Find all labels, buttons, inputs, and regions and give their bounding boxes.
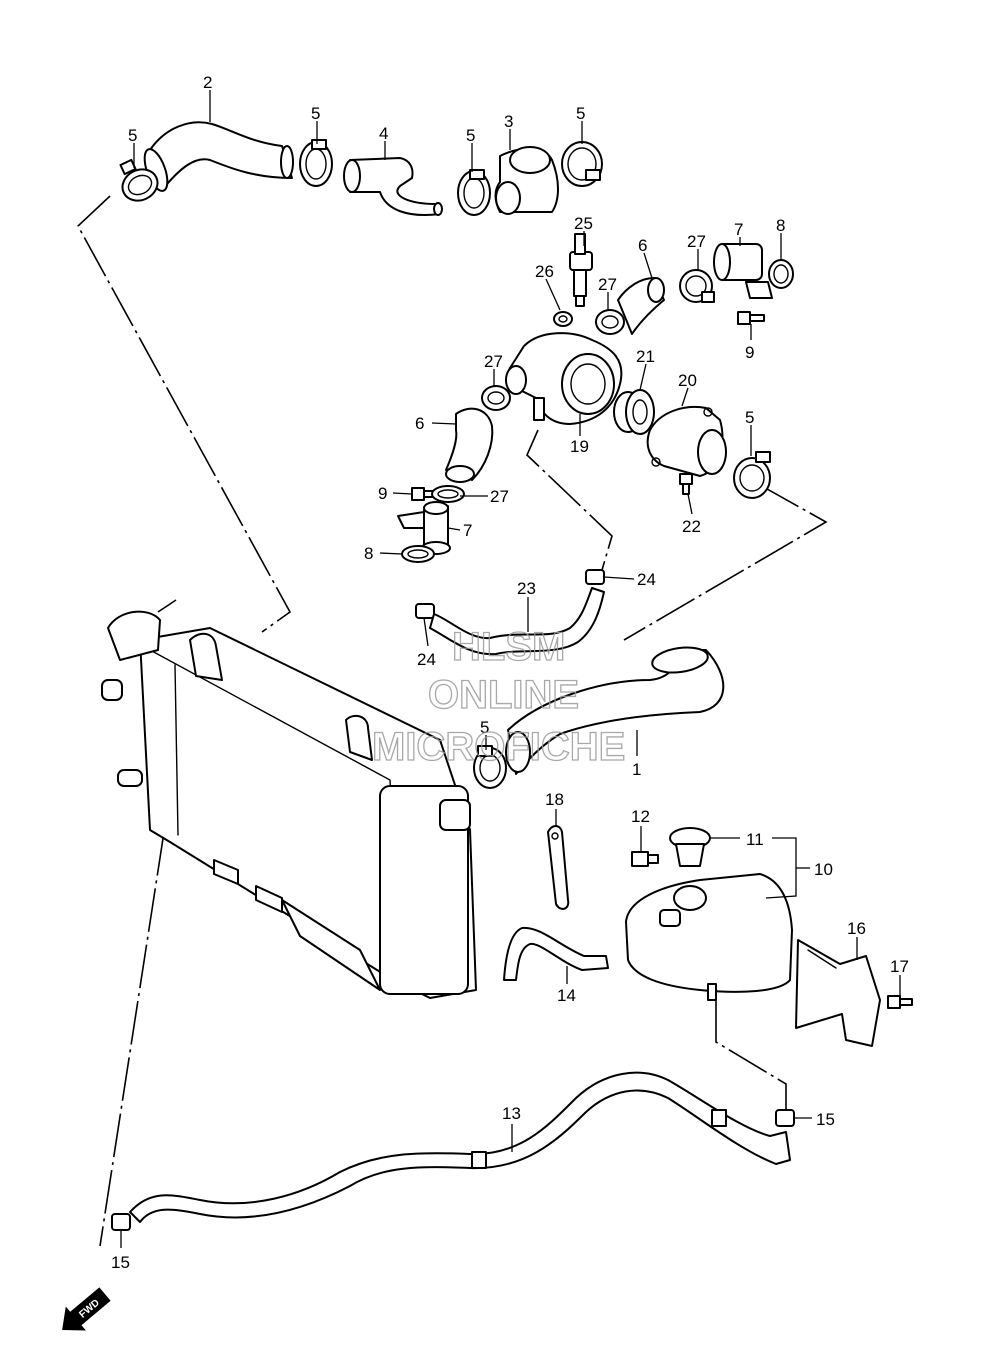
- part-6-hose[interactable]: [617, 277, 665, 335]
- watermark-line-3: MICROFICHE: [372, 725, 625, 769]
- callout-6: 6: [415, 414, 424, 433]
- callout-27: 27: [484, 352, 503, 371]
- part-7-water-fitting[interactable]: [397, 501, 451, 555]
- part-8-o-ring[interactable]: [401, 545, 435, 563]
- callout-5: 5: [745, 408, 754, 427]
- part-22-bolt[interactable]: [679, 473, 693, 495]
- callout-2: 2: [203, 73, 212, 92]
- part-13-breather-hose[interactable]: [129, 1071, 791, 1223]
- callout-8: 8: [776, 216, 785, 235]
- leader-lines: [120, 90, 901, 1248]
- callout-11: 11: [746, 830, 764, 849]
- callout-16: 16: [847, 919, 866, 938]
- part-17-bolt[interactable]: [887, 995, 913, 1009]
- callout-18: 18: [545, 790, 564, 809]
- watermark: HLSM ONLINE MICROFICHE: [371, 624, 626, 769]
- part-1-lower-hose[interactable]: [505, 644, 725, 775]
- part-5-hose-clamp[interactable]: [117, 158, 162, 206]
- part-5-hose-clamp[interactable]: [457, 169, 491, 216]
- callout-8: 8: [364, 544, 373, 563]
- part-25-temperature-sensor[interactable]: [569, 233, 593, 307]
- callout-5: 5: [311, 104, 320, 123]
- part-9-bolt[interactable]: [411, 487, 437, 501]
- part-23-bypass-hose[interactable]: [429, 587, 605, 656]
- part-20-thermostat-cover[interactable]: [646, 406, 727, 477]
- forward-direction-arrow: FWD: [62, 1287, 111, 1331]
- part-5-hose-clamp[interactable]: [473, 745, 507, 789]
- callout-5: 5: [128, 126, 137, 145]
- part-4-water-pipe[interactable]: [343, 157, 443, 216]
- part-15-hose-clamp[interactable]: [775, 1109, 795, 1127]
- assembly-guide-lines: [76, 195, 828, 1247]
- callout-26: 26: [535, 262, 554, 281]
- part-18-bracket[interactable]: [547, 825, 570, 910]
- part-24-hose-clamp[interactable]: [415, 603, 435, 619]
- part-24-hose-clamp[interactable]: [585, 569, 605, 585]
- callout-15: 15: [111, 1253, 130, 1272]
- radiator-assembly[interactable]: [101, 610, 477, 999]
- part-15-hose-clamp[interactable]: [111, 1213, 131, 1231]
- part-27-hose-clamp[interactable]: [595, 309, 625, 335]
- part-12-bolt[interactable]: [631, 851, 659, 867]
- watermark-line-1: HLSM: [452, 625, 565, 669]
- callout-24: 24: [637, 570, 656, 589]
- part-9-bolt[interactable]: [737, 311, 765, 325]
- part-3-elbow-hose[interactable]: [494, 146, 559, 215]
- part-26-gasket[interactable]: [553, 311, 573, 327]
- callout-7: 7: [734, 220, 743, 239]
- callout-14: 14: [557, 986, 576, 1005]
- part-27-hose-clamp[interactable]: [679, 269, 715, 303]
- part-21-thermostat[interactable]: [613, 389, 655, 435]
- part-5-hose-clamp[interactable]: [561, 141, 603, 187]
- callout-9: 9: [745, 343, 754, 362]
- part-8-o-ring[interactable]: [768, 259, 794, 289]
- part-27-hose-clamp[interactable]: [431, 485, 465, 503]
- callout-27: 27: [490, 487, 509, 506]
- callout-3: 3: [504, 112, 513, 131]
- callout-1: 1: [632, 760, 641, 779]
- callout-27: 27: [598, 275, 617, 294]
- callout-labels: 2 5 5 4 5 3 5 25 26 6 27 7 8 27 9 27 21 …: [111, 73, 909, 1272]
- callout-5: 5: [480, 718, 489, 737]
- callout-25: 25: [574, 214, 593, 233]
- part-16-tank-bracket[interactable]: [795, 939, 881, 1047]
- watermark-line-2: ONLINE: [428, 673, 579, 717]
- callout-23: 23: [517, 579, 536, 598]
- callout-27: 27: [687, 232, 706, 251]
- part-27-hose-clamp[interactable]: [481, 385, 511, 411]
- part-19-thermostat-housing[interactable]: [505, 332, 623, 425]
- callout-13: 13: [502, 1104, 521, 1123]
- part-10-reservoir-tank[interactable]: [625, 873, 793, 1001]
- callout-24: 24: [417, 650, 436, 669]
- part-11-reservoir-cap[interactable]: [669, 827, 711, 867]
- callout-19: 19: [570, 437, 589, 456]
- callout-20: 20: [678, 371, 697, 390]
- part-5-hose-clamp[interactable]: [733, 451, 771, 499]
- callout-9: 9: [378, 484, 387, 503]
- part-2-upper-hose[interactable]: [140, 121, 294, 193]
- part-6-hose[interactable]: [445, 407, 494, 483]
- callout-5: 5: [576, 104, 585, 123]
- callout-12: 12: [631, 807, 650, 826]
- callout-6: 6: [638, 236, 647, 255]
- part-7-water-fitting[interactable]: [713, 243, 773, 299]
- callout-5: 5: [466, 126, 475, 145]
- callout-10: 10: [814, 860, 833, 879]
- callout-17: 17: [890, 957, 909, 976]
- part-5-hose-clamp[interactable]: [299, 139, 333, 187]
- callout-15: 15: [816, 1110, 835, 1129]
- callout-7: 7: [463, 521, 472, 540]
- callout-21: 21: [636, 347, 655, 366]
- callout-4: 4: [379, 124, 388, 143]
- part-14-overflow-hose[interactable]: [503, 926, 609, 981]
- callout-22: 22: [682, 517, 701, 536]
